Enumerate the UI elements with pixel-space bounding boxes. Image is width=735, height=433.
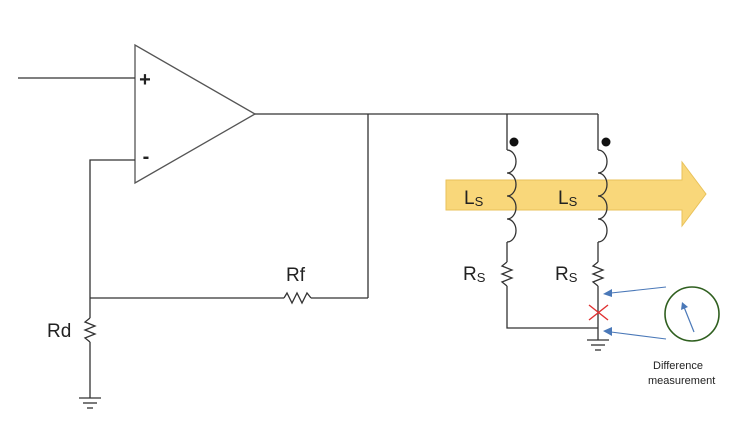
ground-symbol-left — [79, 397, 101, 409]
op-amp-minus-sign: - — [143, 146, 150, 168]
meter-needle — [681, 302, 695, 333]
difference-measurement-line1: Difference — [653, 360, 703, 372]
difference-measurement-line2: measurement — [648, 375, 715, 387]
left-inductor — [506, 149, 517, 243]
rf-label: Rf — [286, 265, 306, 286]
probe-line-bottom — [603, 327, 667, 340]
left-return-wire — [506, 286, 598, 329]
inverting-input-wire — [89, 159, 135, 298]
break-x-mark — [588, 304, 609, 321]
right-inductor — [597, 149, 608, 243]
rd-resistor — [83, 317, 97, 343]
left-rs-resistor — [500, 261, 514, 287]
meter-circle — [664, 286, 720, 342]
right-ls-label: LS — [558, 188, 578, 209]
probe-line-top — [603, 286, 667, 297]
left-rs-label: RS — [463, 264, 486, 285]
rf-resistor — [283, 291, 312, 305]
right-rs-resistor — [591, 261, 605, 287]
right-coil-dot — [601, 137, 611, 147]
op-amp-symbol — [134, 43, 257, 185]
ground-symbol-right — [587, 339, 609, 351]
left-coil-dot — [509, 137, 519, 147]
flux-arrow — [445, 160, 707, 228]
op-amp-plus-sign: + — [139, 69, 151, 91]
rd-label: Rd — [47, 321, 71, 342]
left-ls-label: LS — [464, 188, 484, 209]
right-rs-label: RS — [555, 264, 578, 285]
